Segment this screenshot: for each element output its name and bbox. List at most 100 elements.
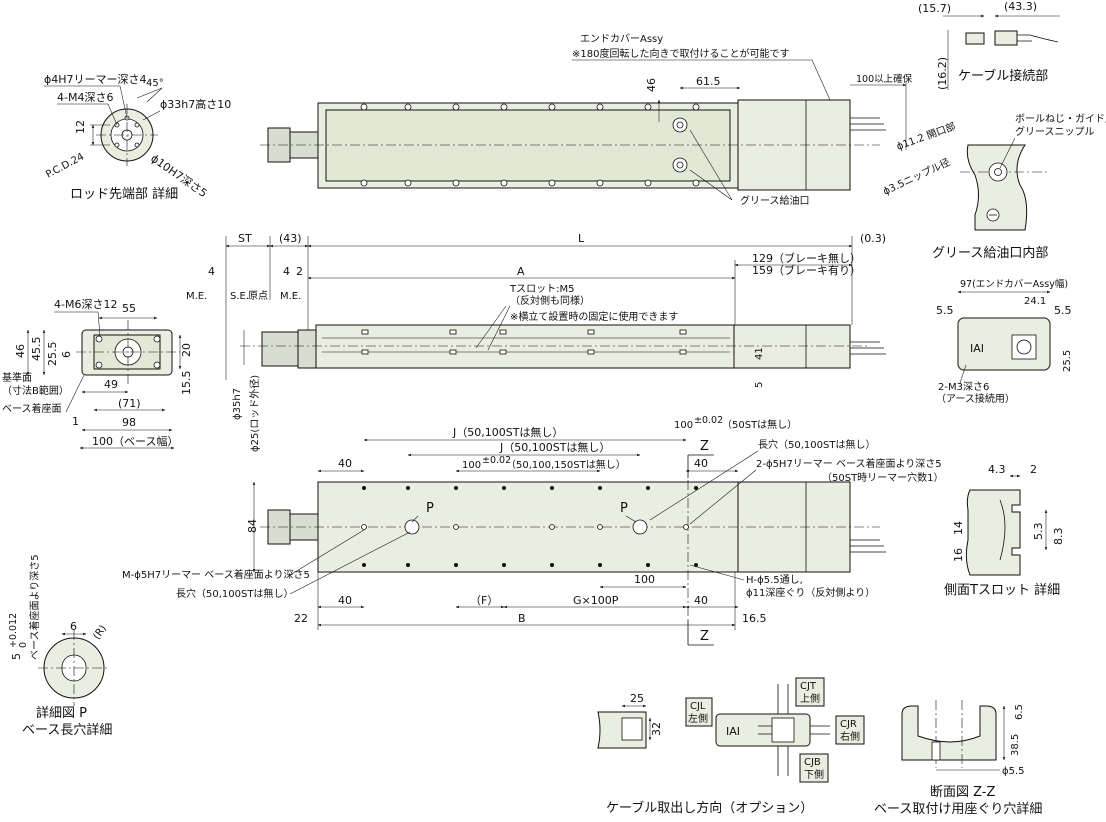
- grease-opening: ϕ11.2 開口部: [895, 119, 958, 152]
- bottom-100-top-tol: ±0.02: [694, 415, 723, 426]
- zz-38-5: 38.5: [1010, 734, 1021, 756]
- nipple-title: ボールねじ・ガイド用: [1015, 113, 1106, 125]
- bottom-long-hole: 長穴（50,100STは無し）: [758, 438, 875, 451]
- cable-direction: 25 32 IAI CJL 左側 CJT 上側 CJR 右側 CJB 下側 ケー…: [597, 677, 865, 816]
- end-100: 100（ベース幅）: [92, 435, 178, 448]
- cabledir-logo: IAI: [726, 725, 740, 738]
- tslot-4-3: 4.3: [988, 463, 1006, 476]
- p-depth: 5: [10, 653, 23, 660]
- side-brake-with: 159（ブレーキ有り）: [752, 263, 861, 277]
- motor-end-view: IAI 97(エンドカバーAssy幅) 24.1 5.5 5.5 25.5 2-…: [936, 278, 1073, 405]
- side-2: 2: [296, 265, 303, 278]
- side-4a: 4: [208, 265, 215, 278]
- bottom-Z2: Z: [700, 629, 709, 644]
- motor-5-5b: 5.5: [1054, 304, 1072, 317]
- cabledir-cjt2: 上側: [800, 692, 820, 705]
- top-view: エンドカバーAssy ※180度回転した向きで取付けることが可能です 46 61…: [260, 33, 913, 207]
- bottom-16-5: 16.5: [742, 612, 767, 625]
- cabledir-caption: ケーブル取出し方向（オプション）: [606, 800, 813, 816]
- zz-caption1: 断面図 Z-Z: [930, 785, 996, 800]
- side-tslot: Tスロット:M5: [509, 284, 574, 295]
- side-0-3: (0.3): [860, 232, 886, 245]
- cable-dim-16-2: (16.2): [936, 57, 949, 90]
- p-note: ベース着座面より深さ5: [28, 554, 41, 660]
- end-45-5: 45.5: [30, 337, 43, 362]
- p-caption1: 詳細図 P: [36, 705, 87, 721]
- tslot-detail: 4.3 2 14 16 5.3 8.3 側面Tスロット 詳細: [944, 463, 1065, 598]
- end-view: 4-M6深さ12 55 46 45.5 25.5 6 20 49 15.5 基準…: [2, 298, 193, 450]
- cabledir-cjb2: 下側: [804, 768, 824, 781]
- bottom-100-mid-note: （50,100,150STは無し）: [506, 458, 626, 471]
- end-71: (71): [118, 397, 141, 410]
- end-ref-surface: 基準面: [2, 371, 32, 384]
- rod-tap-label: 4-M4深さ6: [57, 91, 113, 104]
- zz-section: 6.5 38.5 ϕ5.5 断面図 Z-Z ベース取付け用座ぐり穴詳細: [874, 700, 1042, 817]
- end-46: 46: [14, 344, 27, 358]
- p-R: (R): [91, 623, 109, 641]
- grease-detail: ボールねじ・ガイド用 グリースニップル ϕ11.2 開口部 ϕ3.5ニップル径 …: [881, 113, 1106, 261]
- cabledir-cjl2: 左側: [688, 712, 708, 725]
- cabledir-cjb: CJB: [804, 757, 821, 768]
- bottom-40-3: 40: [338, 594, 352, 607]
- rod-detail-caption: ロッド先端部 詳細: [70, 186, 178, 202]
- motor-earth2: （アース接続用）: [936, 392, 1015, 405]
- end-6: 6: [60, 351, 73, 358]
- side-tslot-opp: （反対側も同様）: [510, 294, 590, 307]
- p-caption2: ベース長穴詳細: [22, 722, 112, 738]
- bottom-100-top-note: （50STは無し）: [722, 418, 797, 431]
- grease-detail-caption: グリース給油口内部: [932, 245, 1048, 261]
- bottom-view: J（50,100STは無し） J（50,100STは無し） 100 ±0.02 …: [122, 415, 944, 646]
- side-me-left: M.E.: [186, 291, 207, 302]
- rod-angle-label: 45°: [146, 78, 164, 89]
- cabledir-cjr2: 右側: [840, 730, 860, 743]
- side-4b: 4: [283, 265, 290, 278]
- end-20: 20: [180, 343, 193, 357]
- end-ref-range: （寸法B範囲）: [2, 384, 69, 397]
- cabledir-25: 25: [630, 692, 644, 705]
- p-tol: +0.012: [8, 613, 19, 648]
- side-L: L: [578, 232, 585, 245]
- rod-reamer-label: ϕ4H7リーマー深さ4: [44, 73, 147, 86]
- cabledir-cjl: CJL: [690, 701, 706, 712]
- bottom-F: （F）: [470, 594, 498, 607]
- bottom-100-bot: 100: [634, 573, 655, 586]
- bottom-40-2: 40: [694, 457, 708, 470]
- bottom-100-top: 100: [674, 420, 693, 431]
- bottom-H-hole2: ϕ11深座ぐり（反対側より）: [746, 586, 875, 599]
- cable-clear-label: 100以上確保: [856, 73, 913, 85]
- p-tol0: 0: [18, 642, 29, 648]
- motor-24-1: 24.1: [1024, 296, 1046, 307]
- bottom-100-mid: 100: [462, 460, 481, 471]
- cable-connection: (15.7) (43.3) (16.2) ケーブル接続部: [918, 0, 1060, 90]
- end-25-5: 25.5: [46, 342, 59, 367]
- end-tap: 4-M6深さ12: [54, 298, 117, 311]
- rod-pcd-label: P.C.D.24: [44, 151, 86, 180]
- end-49: 49: [104, 378, 118, 391]
- top-view-bolts: [360, 103, 700, 187]
- side-tslot-note: ※横立て設置時の固定に使用できます: [510, 310, 678, 323]
- tslot-14: 14: [952, 521, 965, 535]
- bottom-reamer-M: M-ϕ5H7リーマー ベース着座面より深さ5: [122, 568, 310, 581]
- nipple-title2: グリースニップル: [1015, 125, 1095, 138]
- bottom-40-4: 40: [694, 594, 708, 607]
- motor-25-5: 25.5: [1062, 350, 1073, 372]
- cable-dim-15-7: (15.7): [918, 2, 951, 15]
- cabledir-cjr: CJR: [840, 719, 857, 730]
- endcover-note: ※180度回転した向きで取付けることが可能です: [572, 47, 789, 60]
- side-me-right: M.E.: [280, 291, 301, 302]
- bottom-P1: P: [426, 501, 434, 516]
- side-se: S.E.: [230, 291, 249, 302]
- rod-end-detail: ϕ4H7リーマー深さ4 4-M4深さ6 45° 12 ϕ33h7高さ10 P.C…: [44, 73, 231, 202]
- bottom-long-hole2: 長穴（50,100STは無し）: [176, 587, 293, 600]
- bottom-84: 84: [246, 519, 259, 533]
- zz-5-5: ϕ5.5: [1002, 766, 1025, 777]
- cable-connect-caption: ケーブル接続部: [958, 68, 1048, 84]
- tslot-16: 16: [952, 548, 965, 562]
- zz-6-5: 6.5: [1014, 704, 1025, 720]
- side-43: (43): [279, 232, 302, 245]
- tslot-nuts: [361, 329, 687, 355]
- tslot-caption: 側面Tスロット 詳細: [944, 582, 1060, 598]
- motor-5-5a: 5.5: [936, 304, 954, 317]
- top-dim-46: 46: [645, 78, 658, 92]
- tslot-5-3: 5.3: [1032, 523, 1045, 541]
